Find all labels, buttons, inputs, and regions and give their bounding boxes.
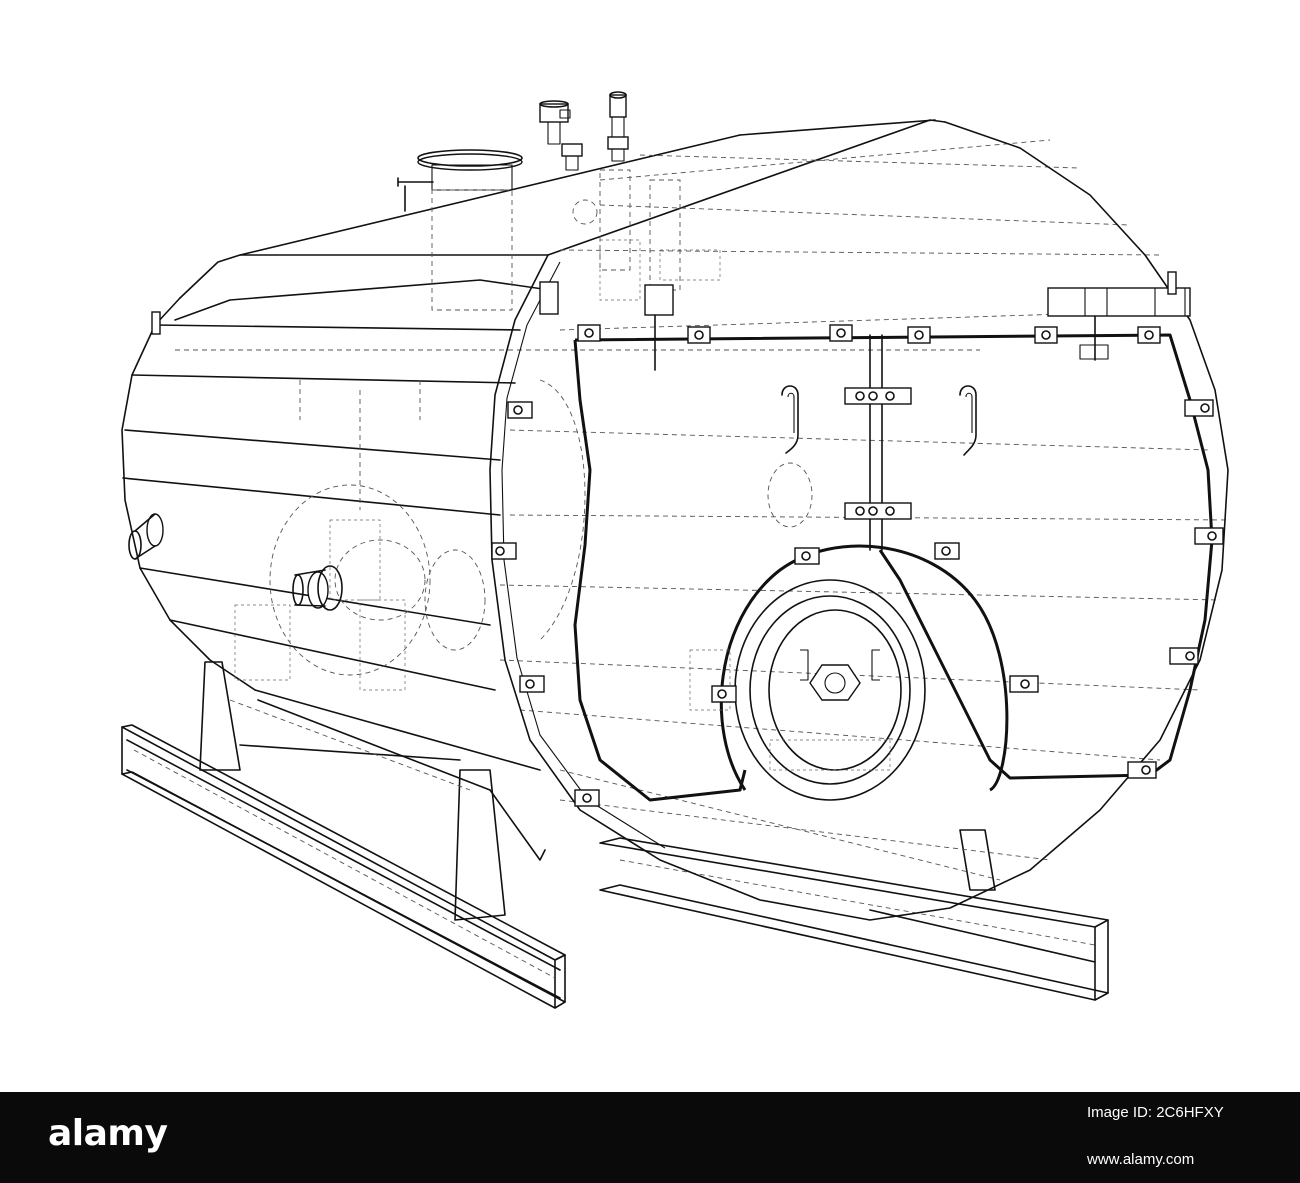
- left-base-rail: [121, 724, 566, 1009]
- watermark-footer-bar: [0, 1092, 1300, 1183]
- right-base-rail: [599, 837, 1109, 1001]
- burner-port: [689, 544, 1009, 801]
- side-burner-assembly: [128, 379, 586, 691]
- support-saddles: [199, 661, 996, 921]
- door-hinge-bracket: [539, 239, 1191, 371]
- image-url-text: www.alamy.com: [1087, 1151, 1195, 1168]
- front-end-cap: [489, 121, 1229, 921]
- lifting-hooks: [151, 271, 1177, 528]
- boiler-wireframe-drawing: [121, 91, 1231, 1009]
- image-id-text: Image ID: 2C6HFXY: [1087, 1104, 1224, 1121]
- boiler-shell: [121, 119, 1231, 881]
- alamy-logo: alamy: [48, 1113, 168, 1154]
- door-bolts: [491, 324, 1224, 807]
- top-fittings: [397, 91, 681, 311]
